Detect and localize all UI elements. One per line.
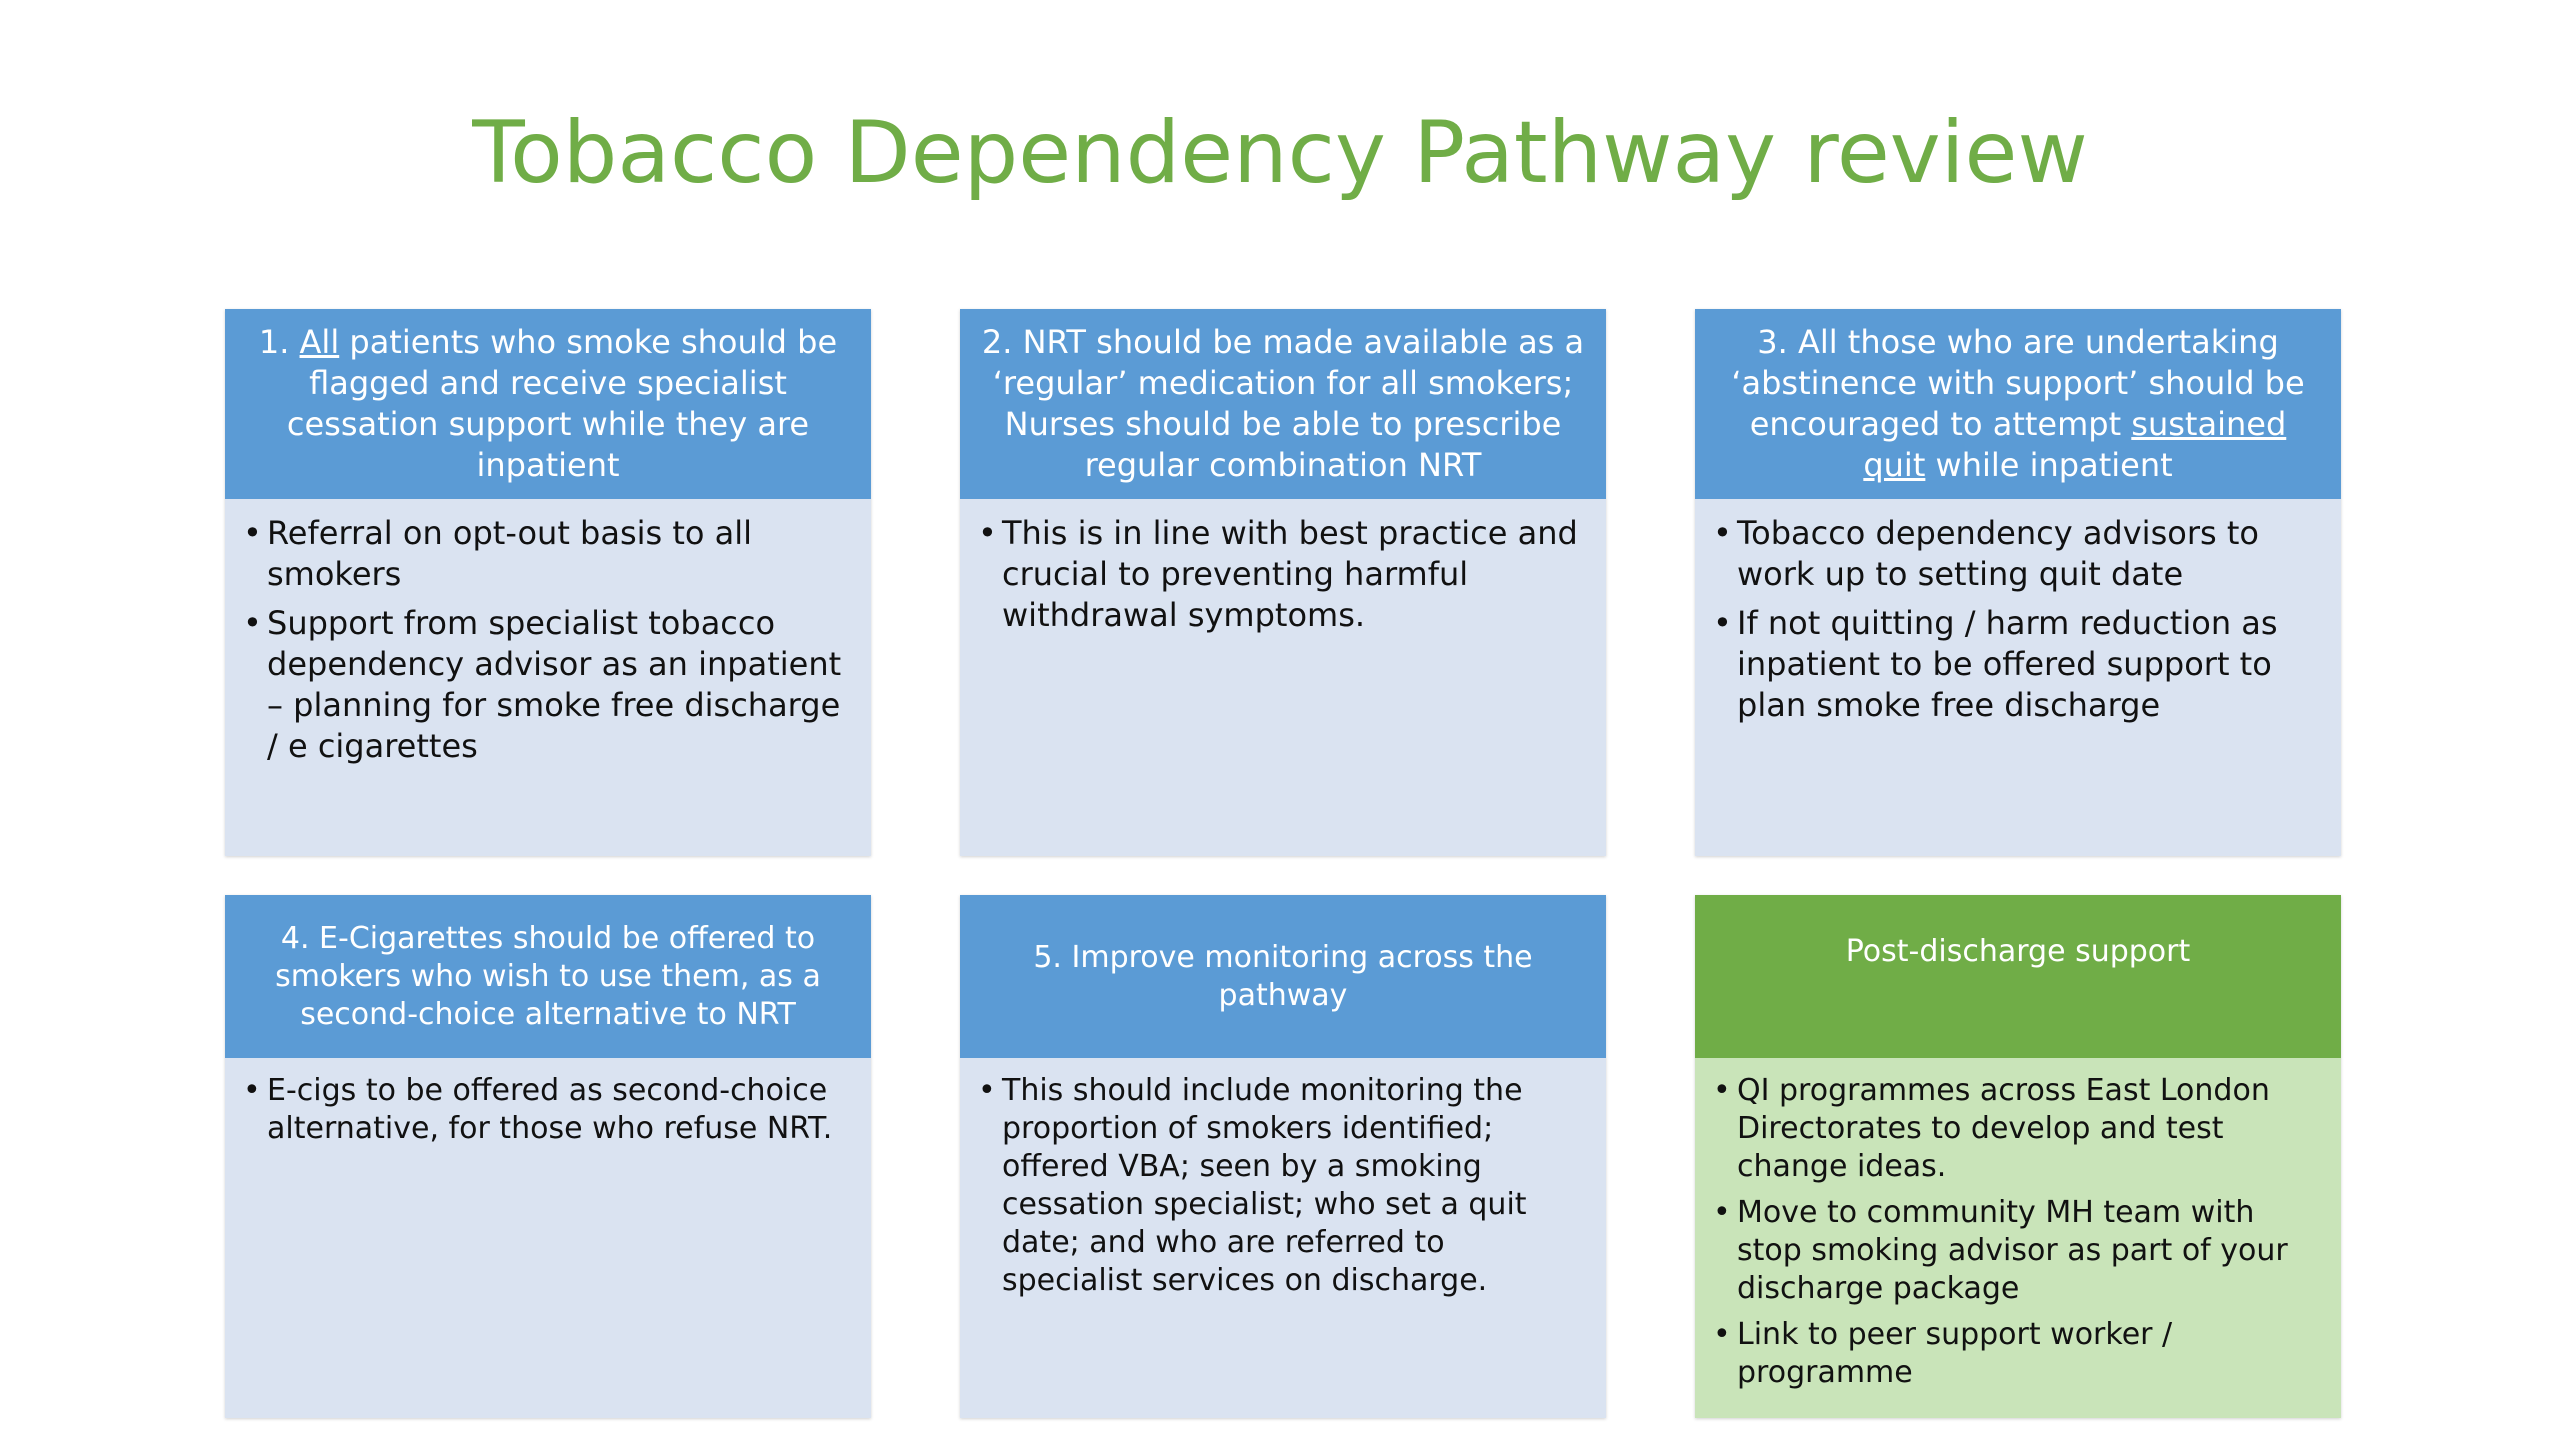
bullet-item: Move to community MH team with stop smok…	[1713, 1194, 2319, 1308]
card-header: 2. NRT should be made available as a ‘re…	[960, 309, 1606, 499]
card-body: This should include monitoring the propo…	[960, 1058, 1606, 1418]
bullet-list: This is in line with best practice and c…	[978, 513, 1584, 636]
bullet-item: If not quitting / harm reduction as inpa…	[1713, 603, 2319, 726]
bullet-item: Referral on opt-out basis to all smokers	[243, 513, 849, 595]
card-header: Post-discharge support	[1695, 895, 2341, 1058]
header-text-prefix: 3. All those who are undertaking ‘abstin…	[1731, 323, 2305, 443]
card-header: 5. Improve monitoring across the pathway	[960, 895, 1606, 1058]
bullet-list: This should include monitoring the propo…	[978, 1072, 1584, 1300]
bullet-item: This is in line with best practice and c…	[978, 513, 1584, 636]
bullet-item: This should include monitoring the propo…	[978, 1072, 1584, 1300]
card-sustained-quit: 3. All those who are undertaking ‘abstin…	[1695, 309, 2341, 856]
card-header: 4. E-Cigarettes should be offered to smo…	[225, 895, 871, 1058]
header-text-prefix: 1.	[258, 323, 300, 361]
header-text-underlined: All	[299, 323, 340, 361]
card-header: 3. All those who are undertaking ‘abstin…	[1695, 309, 2341, 499]
card-e-cigarettes: 4. E-Cigarettes should be offered to smo…	[225, 895, 871, 1418]
card-header-text: 3. All those who are undertaking ‘abstin…	[1715, 322, 2321, 486]
card-header-text: 4. E-Cigarettes should be offered to smo…	[275, 920, 821, 1032]
bullet-item: Link to peer support worker / programme	[1713, 1316, 2319, 1392]
card-body: This is in line with best practice and c…	[960, 499, 1606, 856]
bullet-item: QI programmes across East London Directo…	[1713, 1072, 2319, 1186]
card-improve-monitoring: 5. Improve monitoring across the pathway…	[960, 895, 1606, 1418]
bullet-list: Referral on opt-out basis to all smokers…	[243, 513, 849, 767]
card-body: E-cigs to be offered as second-choice al…	[225, 1058, 871, 1418]
card-nrt-regular-medication: 2. NRT should be made available as a ‘re…	[960, 309, 1606, 856]
card-header: 1. All patients who smoke should be flag…	[225, 309, 871, 499]
card-body: Referral on opt-out basis to all smokers…	[225, 499, 871, 856]
card-post-discharge-support: Post-discharge support QI programmes acr…	[1695, 895, 2341, 1418]
header-text-suffix: patients who smoke should be flagged and…	[286, 323, 838, 484]
card-body: QI programmes across East London Directo…	[1695, 1058, 2341, 1418]
header-text-underlined: sustained quit	[1863, 405, 2287, 484]
bullet-item: E-cigs to be offered as second-choice al…	[243, 1072, 849, 1148]
slide-title: Tobacco Dependency Pathway review	[472, 103, 2088, 203]
card-all-patients-flagged: 1. All patients who smoke should be flag…	[225, 309, 871, 856]
bullet-item: Tobacco dependency advisors to work up t…	[1713, 513, 2319, 595]
bullet-item: Support from specialist tobacco dependen…	[243, 603, 849, 767]
card-header-text: 1. All patients who smoke should be flag…	[245, 322, 851, 486]
card-header-text: 5. Improve monitoring across the pathway	[1033, 939, 1533, 1013]
bullet-list: E-cigs to be offered as second-choice al…	[243, 1072, 849, 1148]
bullet-list: Tobacco dependency advisors to work up t…	[1713, 513, 2319, 726]
bullet-list: QI programmes across East London Directo…	[1713, 1072, 2319, 1392]
card-body: Tobacco dependency advisors to work up t…	[1695, 499, 2341, 856]
header-text-suffix: while inpatient	[1925, 446, 2173, 484]
card-header-text: Post-discharge support	[1845, 934, 2191, 969]
card-header-text: 2. NRT should be made available as a ‘re…	[981, 323, 1585, 484]
